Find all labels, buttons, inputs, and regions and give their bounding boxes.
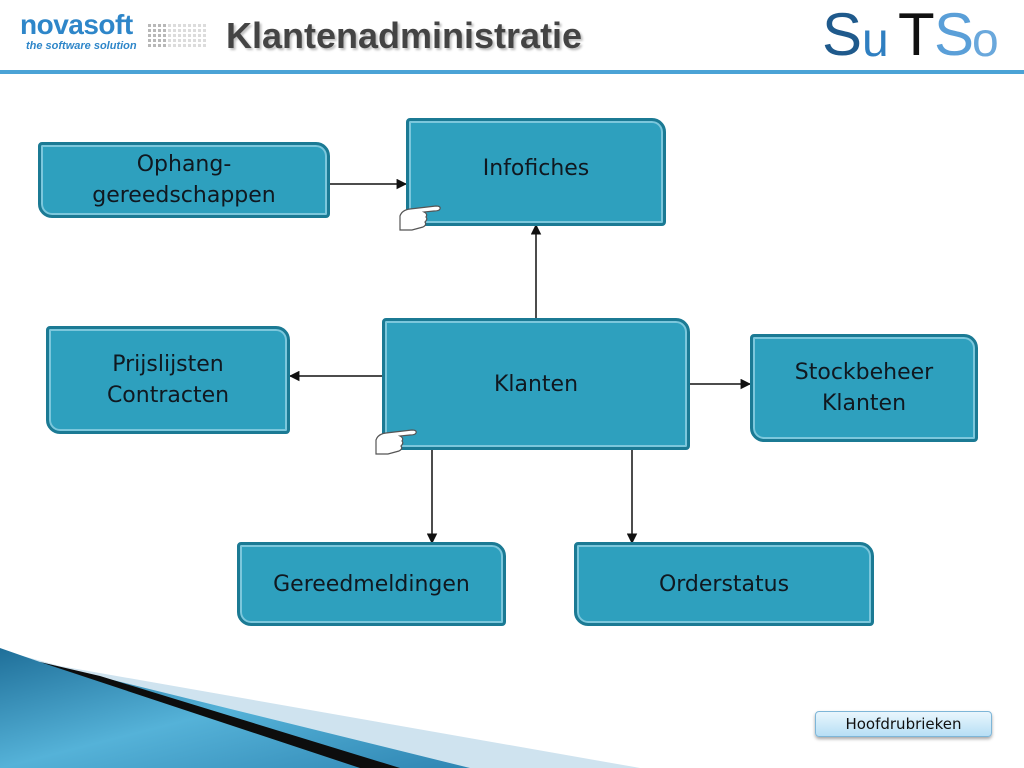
logo-dot — [193, 39, 196, 42]
pointing-hand-icon[interactable] — [398, 200, 442, 232]
logo-dot — [198, 29, 201, 32]
logo-dot — [163, 24, 166, 27]
node-orderstatus[interactable]: Orderstatus — [574, 542, 874, 626]
node-label: Gereedmeldingen — [273, 571, 470, 597]
logo-dot — [203, 39, 206, 42]
node-gereedmeldingen[interactable]: Gereedmeldingen — [237, 542, 506, 626]
logo-dot — [183, 29, 186, 32]
logo-dot — [178, 39, 181, 42]
logo-dot — [153, 34, 156, 37]
logo-dot — [193, 44, 196, 47]
logo-dot — [183, 44, 186, 47]
logo-dot — [173, 44, 176, 47]
logo-dot — [188, 39, 191, 42]
logo-letter: T — [898, 1, 935, 68]
logo-dot — [193, 34, 196, 37]
logo-dot — [198, 34, 201, 37]
logo-dot — [168, 29, 171, 32]
logo-dot — [153, 29, 156, 32]
logo-dot — [203, 34, 206, 37]
logo-dot — [203, 44, 206, 47]
logo-dot — [163, 29, 166, 32]
logo-dot — [173, 29, 176, 32]
node-label: Infofiches — [482, 156, 590, 181]
slide-header: novasoft the software solution Klantenad… — [0, 0, 1024, 76]
logo-dot — [183, 34, 186, 37]
logo-dot — [148, 39, 151, 42]
logo-dot — [198, 44, 201, 47]
logo-dot — [193, 29, 196, 32]
node-infofiches[interactable]: Infofiches — [406, 118, 666, 226]
logo-letter: S — [822, 1, 863, 68]
logo-dot — [158, 29, 161, 32]
logo-dot — [163, 44, 166, 47]
node-prijslijsten-contracten[interactable]: Prijslijsten Contracten — [46, 326, 290, 434]
logo-dot — [178, 29, 181, 32]
logo-dot — [178, 34, 181, 37]
logo-dot — [188, 44, 191, 47]
logo-letter: S — [934, 1, 975, 68]
node-label: Ophang- gereedschappen — [92, 152, 276, 208]
logo-dot — [153, 24, 156, 27]
logo-dot — [173, 39, 176, 42]
company-name: novasoft — [20, 9, 133, 40]
logo-dot — [168, 44, 171, 47]
logo-dot — [173, 24, 176, 27]
logo-dot — [168, 34, 171, 37]
node-label: Orderstatus — [658, 571, 790, 597]
logo-dot — [148, 29, 151, 32]
logo-dot — [168, 24, 171, 27]
logo-dot — [153, 44, 156, 47]
logo-dot — [198, 24, 201, 27]
logo-dot — [188, 29, 191, 32]
logo-dot — [168, 39, 171, 42]
sutso-logo: S u T S o — [822, 1, 1008, 68]
node-label: Klanten — [493, 371, 579, 397]
logo-dot — [148, 24, 151, 27]
pointing-hand-icon[interactable] — [374, 424, 418, 456]
node-label: Stockbeheer Klanten — [794, 360, 934, 416]
logo-dot — [158, 34, 161, 37]
logo-dot — [158, 24, 161, 27]
decorative-swoosh — [0, 648, 640, 768]
node-klanten[interactable]: Klanten — [382, 318, 690, 450]
logo-dot — [193, 24, 196, 27]
logo-dot — [153, 39, 156, 42]
logo-dot — [183, 39, 186, 42]
logo-dot — [203, 29, 206, 32]
hoofdrubrieken-button[interactable]: Hoofdrubrieken — [815, 711, 992, 737]
logo-dot — [188, 24, 191, 27]
logo-dot — [173, 34, 176, 37]
node-stockbeheer-klanten[interactable]: Stockbeheer Klanten — [750, 334, 978, 442]
logo-dot — [178, 24, 181, 27]
logo-dot-grid-icon — [148, 24, 206, 47]
logo-dot — [148, 44, 151, 47]
logo-dot — [163, 34, 166, 37]
logo-dot — [198, 39, 201, 42]
logo-dot — [148, 34, 151, 37]
node-ophang-gereedschappen[interactable]: Ophang- gereedschappen — [38, 142, 330, 218]
logo-dot — [158, 44, 161, 47]
logo-dot — [188, 34, 191, 37]
logo-dot — [203, 24, 206, 27]
logo-letter: o — [972, 14, 999, 67]
logo-letter: u — [862, 14, 889, 67]
logo-dot — [158, 39, 161, 42]
logo-dot — [163, 39, 166, 42]
node-label: Prijslijsten Contracten — [106, 352, 230, 408]
header-divider — [0, 70, 1024, 74]
logo-dot — [178, 44, 181, 47]
company-tagline: the software solution — [26, 40, 137, 52]
logo-dot — [183, 24, 186, 27]
novasoft-logo: novasoft the software solution — [20, 10, 210, 56]
page-title: Klantenadministratie — [226, 15, 583, 56]
